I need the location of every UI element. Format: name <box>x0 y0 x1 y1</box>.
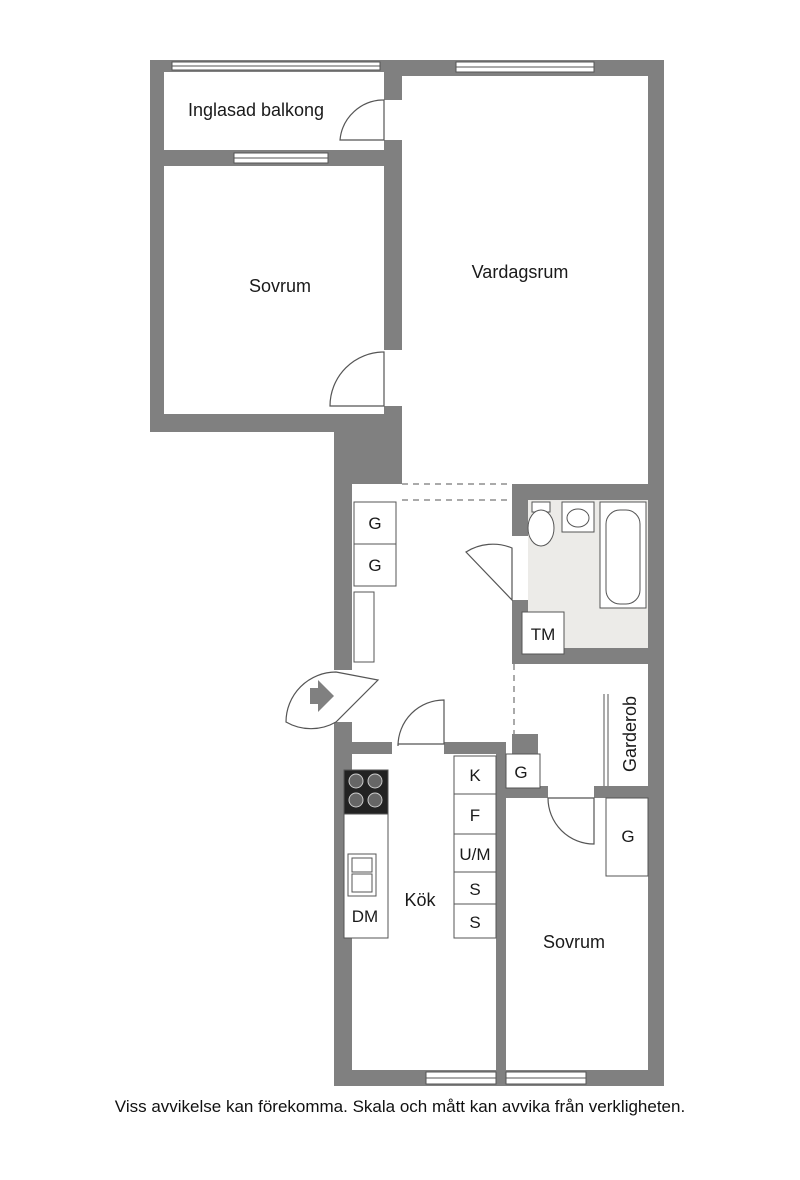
balcony-door[interactable] <box>339 99 385 141</box>
entrance-arrow-icon <box>310 680 334 712</box>
entrance-door[interactable] <box>285 671 380 730</box>
room-label-living: Vardagsrum <box>472 262 569 282</box>
fixture-label-f: F <box>470 806 480 825</box>
room-label-balcony: Inglasad balkong <box>188 100 324 120</box>
bathroom-fixtures <box>521 501 647 655</box>
room-label-bedroom-bottom: Sovrum <box>543 932 605 952</box>
floor-plan: Inglasad balkong Sovrum Vardagsrum Kök S… <box>150 60 664 1086</box>
bedroom-cabinet <box>605 797 649 877</box>
fixture-label-g: G <box>368 556 381 575</box>
kitchen-door[interactable] <box>397 699 445 747</box>
bedroom-door-top[interactable] <box>329 351 385 407</box>
toilet-icon <box>527 509 555 547</box>
fixture-label-g: G <box>514 763 527 782</box>
f-box <box>453 793 497 835</box>
room-label-bedroom-top: Sovrum <box>249 276 311 296</box>
bathroom-door[interactable] <box>465 543 513 602</box>
disclaimer-text: Viss avvikelse kan förekomma. Skala och … <box>114 1097 686 1116</box>
kitchen-fixtures <box>343 755 497 939</box>
fixture-label-s: S <box>469 880 480 899</box>
k-box <box>453 755 497 795</box>
fixture-label-tm: TM <box>531 625 556 644</box>
corridor-cabinet <box>505 753 541 789</box>
room-label-kitchen: Kök <box>404 890 436 910</box>
tm-box <box>521 611 565 655</box>
hall-cabinets <box>353 501 397 663</box>
fixture-label-s: S <box>469 913 480 932</box>
fixture-label-um: U/M <box>459 845 490 864</box>
um-box <box>453 833 497 873</box>
fixture-label-g: G <box>368 514 381 533</box>
doors <box>285 99 595 845</box>
room-label-wardrobe: Garderob <box>620 696 640 772</box>
fixture-label-dm: DM <box>352 907 378 926</box>
fixture-label-g: G <box>621 827 634 846</box>
s-box-2 <box>453 903 497 939</box>
windows <box>171 61 595 1085</box>
fixture-label-k: K <box>469 766 481 785</box>
bedroom-door-bottom[interactable] <box>547 797 595 845</box>
